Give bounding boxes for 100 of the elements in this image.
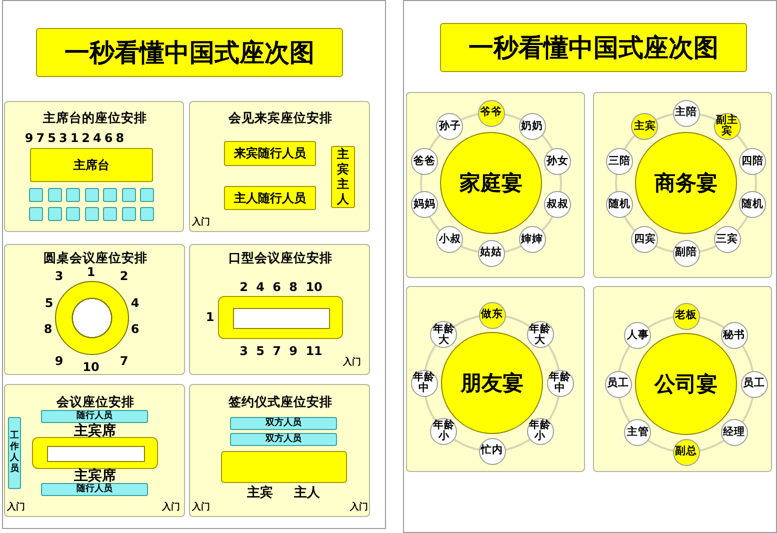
panel-heading: 主席台的座位安排 (43, 112, 147, 124)
seat-tile (122, 188, 136, 202)
seat-circle: 孙女 (544, 148, 572, 175)
seat-tile (29, 188, 43, 202)
seating-panel (593, 286, 772, 472)
seating-panel (189, 101, 370, 232)
entrance-label: 入门 (343, 358, 361, 368)
seat-circle: 小叔 (436, 226, 464, 254)
seat-tile (84, 188, 98, 202)
seat-tile (66, 207, 80, 221)
seat-circle: 年龄小 (526, 418, 554, 445)
entrance-label: 入门 (350, 504, 368, 512)
panel-heading: 签约仪式座位安排 (228, 396, 332, 408)
seat-circle: 忙内 (478, 438, 506, 464)
seat-circle: 爸爸 (410, 148, 438, 175)
seat-number: 1 (206, 311, 214, 323)
entrance-label: 入门 (7, 504, 25, 512)
seat-label: 主宾 (247, 486, 273, 500)
seat-number: 2 (120, 270, 128, 282)
seat-tile (103, 207, 117, 221)
seating-panel (406, 92, 585, 278)
seating-block: 双方人员 (230, 433, 337, 446)
seat-circle: 副陪 (672, 240, 700, 266)
seat-number: 6 (130, 323, 140, 335)
seat-tile (140, 188, 154, 202)
seating-block: 随行人员 (41, 410, 148, 423)
seating-panel (4, 101, 184, 232)
seating-block: 来宾随行人员 (224, 141, 316, 166)
seat-tile (66, 188, 80, 202)
seat-circle: 主宾 (631, 112, 658, 140)
seating-panel (593, 92, 772, 278)
seat-number: 8 (44, 323, 52, 335)
seat-label: 主人 (294, 486, 320, 500)
seat-number: 4 (130, 297, 140, 309)
seat-circle: 做东 (478, 302, 506, 328)
seat-tile (48, 188, 62, 202)
seating-panel (406, 286, 585, 472)
seat-label: 主宾席 (74, 469, 116, 483)
seat-number: 9 (54, 355, 64, 367)
seating-block: 双方人员 (230, 417, 337, 430)
panel-heading: 会见来宾座位安排 (228, 112, 332, 124)
seating-block: 主宾主人 (331, 146, 355, 208)
seat-label: 主宾席 (74, 424, 116, 438)
signing-table (221, 451, 347, 483)
seating-block: 随行人员 (41, 483, 148, 496)
seating-panel (189, 244, 370, 375)
seat-number: 1 (86, 266, 96, 278)
seat-tile (140, 207, 154, 221)
seat-circle: 婶婶 (518, 226, 546, 254)
seat-circle: 主陪 (672, 100, 700, 126)
seat-circle: 主管 (624, 418, 652, 446)
panel-heading: 会议座位安排 (56, 396, 134, 408)
page-sheet (403, 0, 777, 533)
seat-circle: 四陪 (739, 148, 766, 175)
seating-panel (189, 384, 370, 517)
seat-circle: 随机 (739, 191, 766, 218)
seat-number-row: 2 4 6 8 10 (240, 281, 322, 293)
entrance-label: 入门 (192, 218, 210, 228)
seat-circle: 爷爷 (478, 100, 504, 126)
seat-number: 10 (82, 361, 100, 373)
seat-tile (103, 188, 117, 202)
seat-tile (29, 207, 43, 221)
seat-tile (48, 207, 62, 221)
seat-circle: 孙子 (436, 112, 464, 140)
conference-table (218, 296, 343, 339)
seating-panel (4, 384, 185, 517)
seating-block: 主人随行人员 (224, 186, 316, 210)
staff-block: 工作人员 (8, 417, 21, 489)
page-sheet (2, 0, 386, 529)
seat-circle: 年龄小 (430, 418, 458, 445)
seat-circle: 四宾 (631, 226, 658, 254)
panel-heading: 口型会议座位安排 (228, 252, 332, 264)
seat-circle: 年龄中 (410, 370, 438, 396)
title-banner: 一秒看懂中国式座次图 (36, 28, 343, 77)
seat-circle: 员工 (740, 370, 768, 398)
seat-circle: 姑姑 (478, 240, 504, 266)
seat-circle: 老板 (672, 302, 700, 330)
seat-circle: 随机 (606, 191, 633, 218)
entrance-label: 入门 (192, 504, 210, 512)
title-banner: 一秒看懂中国式座次图 (440, 23, 747, 72)
seating-panel (4, 244, 185, 375)
seat-circle: 经理 (720, 418, 748, 446)
entrance-label: 入门 (162, 504, 180, 512)
seat-number-row: 975312468 (24, 132, 128, 144)
seat-circle: 副主宾 (714, 112, 741, 140)
seat-number: 5 (44, 297, 54, 309)
seat-number: 7 (120, 355, 128, 367)
seat-circle: 妈妈 (410, 191, 438, 218)
seat-circle: 三宾 (714, 226, 741, 254)
seat-number: 3 (54, 270, 64, 282)
seat-circle: 员工 (604, 370, 632, 398)
seat-circle: 年龄中 (546, 370, 574, 396)
seat-tile (84, 207, 98, 221)
conference-table (32, 437, 158, 469)
seat-circle: 秘书 (720, 322, 748, 350)
seat-circle: 人事 (624, 322, 652, 350)
seat-circle: 叔叔 (544, 191, 572, 218)
seat-circle: 奶奶 (518, 112, 546, 140)
panel-heading: 圆桌会议座位安排 (44, 252, 148, 264)
seat-circle: 副总 (672, 438, 700, 466)
